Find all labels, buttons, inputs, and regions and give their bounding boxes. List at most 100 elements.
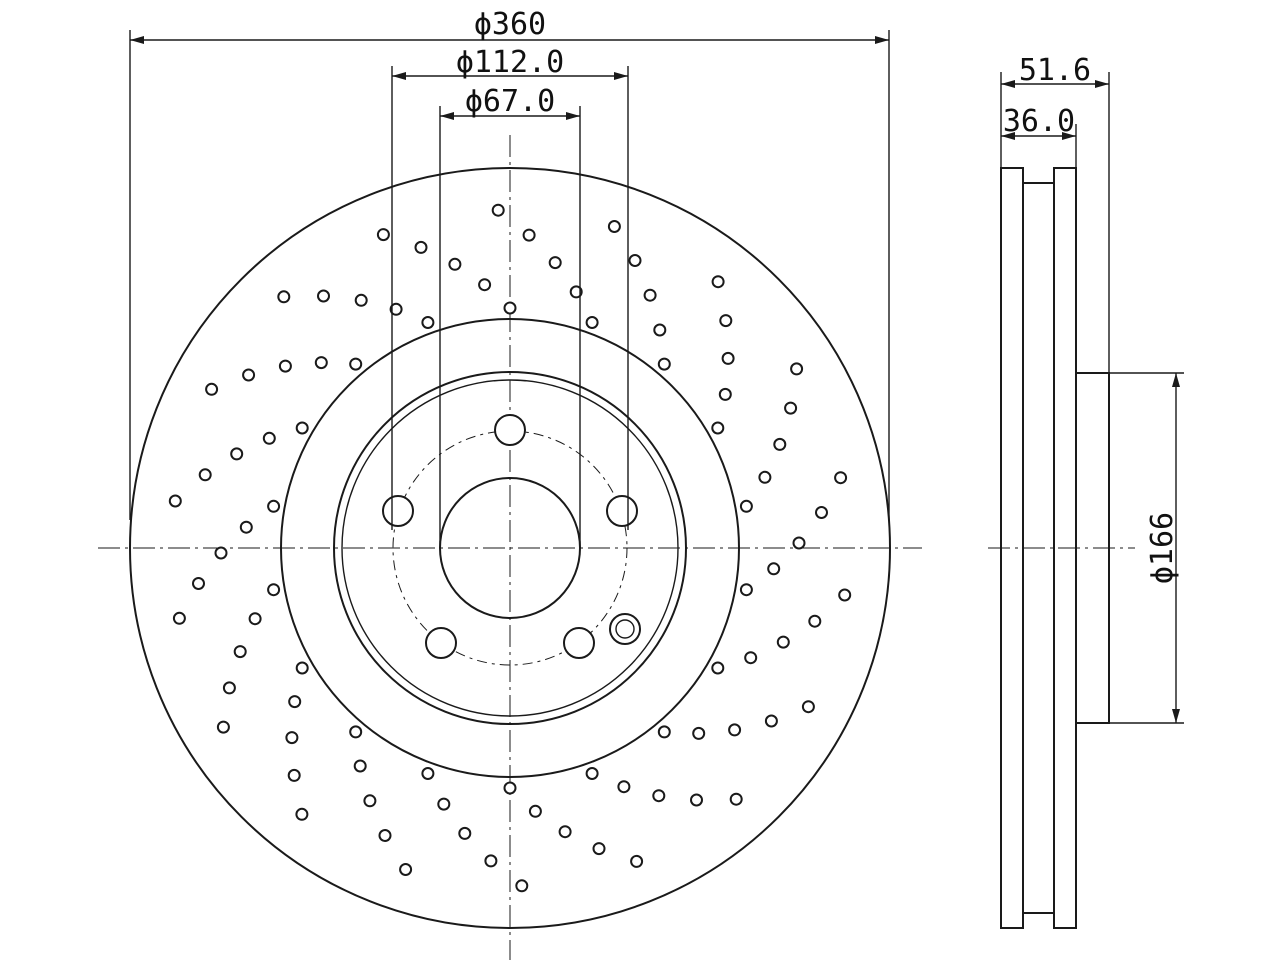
dim-hub-bore-diameter: ϕ67.0 bbox=[439, 84, 581, 548]
drill-hole bbox=[692, 726, 706, 740]
drill-hole bbox=[838, 588, 852, 602]
bolt-hole bbox=[425, 627, 457, 659]
drill-hole bbox=[767, 562, 781, 576]
drill-hole bbox=[744, 651, 758, 665]
drill-hole bbox=[314, 356, 328, 370]
drill-hole bbox=[503, 781, 517, 795]
drill-hole bbox=[711, 661, 725, 675]
drill-hole bbox=[776, 635, 790, 649]
drill-hole bbox=[758, 470, 772, 484]
drill-hole bbox=[558, 825, 572, 839]
drill-hole bbox=[239, 520, 253, 534]
drill-hole bbox=[192, 577, 205, 590]
drill-hole bbox=[728, 723, 742, 737]
drill-hole bbox=[222, 681, 236, 695]
drill-hole bbox=[349, 357, 363, 371]
drill-hole bbox=[448, 257, 462, 271]
drill-hole bbox=[834, 471, 848, 485]
drill-hole bbox=[515, 879, 529, 893]
drill-hole bbox=[739, 583, 753, 597]
drill-hole bbox=[569, 285, 583, 299]
drill-hole bbox=[790, 362, 804, 376]
drill-hole bbox=[592, 842, 606, 856]
drill-hole bbox=[522, 228, 536, 242]
drill-hole bbox=[233, 645, 247, 659]
dim-label-center-ring-diameter: ϕ112.0 bbox=[456, 45, 564, 80]
drill-hole bbox=[349, 725, 363, 739]
drill-hole bbox=[484, 854, 498, 868]
drill-hole bbox=[628, 254, 642, 267]
drill-hole bbox=[363, 794, 377, 808]
bolt-holes bbox=[382, 414, 638, 659]
drill-hole bbox=[288, 695, 302, 709]
drill-hole bbox=[585, 767, 599, 780]
drill-hole bbox=[242, 368, 256, 382]
drill-hole bbox=[287, 768, 301, 782]
dim-outer-diameter: ϕ360 bbox=[129, 7, 890, 520]
drill-hole bbox=[719, 314, 733, 328]
drill-hole bbox=[376, 228, 390, 242]
drill-hole bbox=[317, 289, 330, 303]
drill-hole bbox=[711, 421, 725, 435]
drill-hole bbox=[491, 203, 505, 217]
drill-hole bbox=[617, 780, 631, 794]
drill-hole bbox=[198, 468, 212, 482]
drill-hole bbox=[378, 829, 392, 842]
locating-screw-hole bbox=[609, 613, 641, 645]
dim-center-ring-diameter: ϕ112.0 bbox=[391, 45, 629, 530]
inboard-friction-plate bbox=[1000, 167, 1024, 929]
drill-hole bbox=[277, 290, 291, 304]
drill-hole bbox=[172, 611, 186, 625]
drill-hole bbox=[168, 494, 182, 508]
drill-hole bbox=[630, 854, 644, 868]
drill-hole bbox=[278, 359, 292, 373]
dim-label-hat-diameter: ϕ166 bbox=[1145, 512, 1180, 584]
drill-hole bbox=[458, 826, 472, 840]
drill-hole bbox=[792, 536, 806, 550]
drill-hole bbox=[295, 661, 309, 675]
drill-hole bbox=[230, 447, 244, 461]
drill-hole bbox=[399, 863, 413, 876]
hat-section bbox=[1075, 372, 1110, 724]
dim-label-outer-diameter: ϕ360 bbox=[474, 7, 546, 42]
drill-hole bbox=[205, 382, 219, 396]
dim-label-hub-bore-diameter: ϕ67.0 bbox=[465, 84, 555, 119]
hat-inner-edge bbox=[341, 379, 679, 717]
drill-hole bbox=[585, 316, 599, 329]
dim-disc-thickness: 36.0 bbox=[1001, 104, 1077, 168]
drill-hole bbox=[643, 288, 657, 302]
drill-hole bbox=[607, 220, 621, 233]
drill-hole bbox=[285, 731, 299, 745]
drill-hole bbox=[295, 421, 309, 435]
drill-hole bbox=[808, 614, 822, 628]
drill-hole bbox=[729, 792, 743, 806]
hat-outer-edge bbox=[333, 371, 687, 725]
bolt-hole bbox=[382, 495, 414, 527]
friction-ring-inner-edge bbox=[280, 318, 740, 778]
dim-hat-diameter: ϕ166 bbox=[1109, 372, 1184, 724]
drill-hole bbox=[652, 789, 666, 803]
outer-rim bbox=[129, 167, 891, 929]
drill-hole bbox=[353, 759, 367, 773]
drill-hole bbox=[267, 499, 281, 513]
dim-total-thickness: 51.6 bbox=[1000, 53, 1110, 373]
drill-hole bbox=[764, 714, 778, 728]
front-view: ϕ360 ϕ112.0 ϕ67.0 bbox=[98, 7, 922, 960]
drill-hole bbox=[739, 499, 753, 513]
drill-hole bbox=[216, 720, 230, 734]
drill-hole bbox=[437, 797, 451, 811]
bolt-hole bbox=[494, 414, 526, 446]
drill-hole bbox=[528, 804, 542, 818]
drill-hole bbox=[548, 256, 562, 270]
bolt-hole bbox=[563, 627, 595, 659]
bolt-pitch-circle bbox=[392, 430, 628, 666]
drill-hole bbox=[711, 275, 725, 289]
drill-hole bbox=[657, 725, 671, 739]
drill-hole bbox=[421, 767, 435, 780]
drill-hole bbox=[267, 583, 281, 597]
drill-hole bbox=[653, 323, 667, 337]
drill-hole bbox=[248, 612, 262, 626]
drill-hole bbox=[389, 302, 403, 316]
drill-hole bbox=[690, 793, 703, 807]
